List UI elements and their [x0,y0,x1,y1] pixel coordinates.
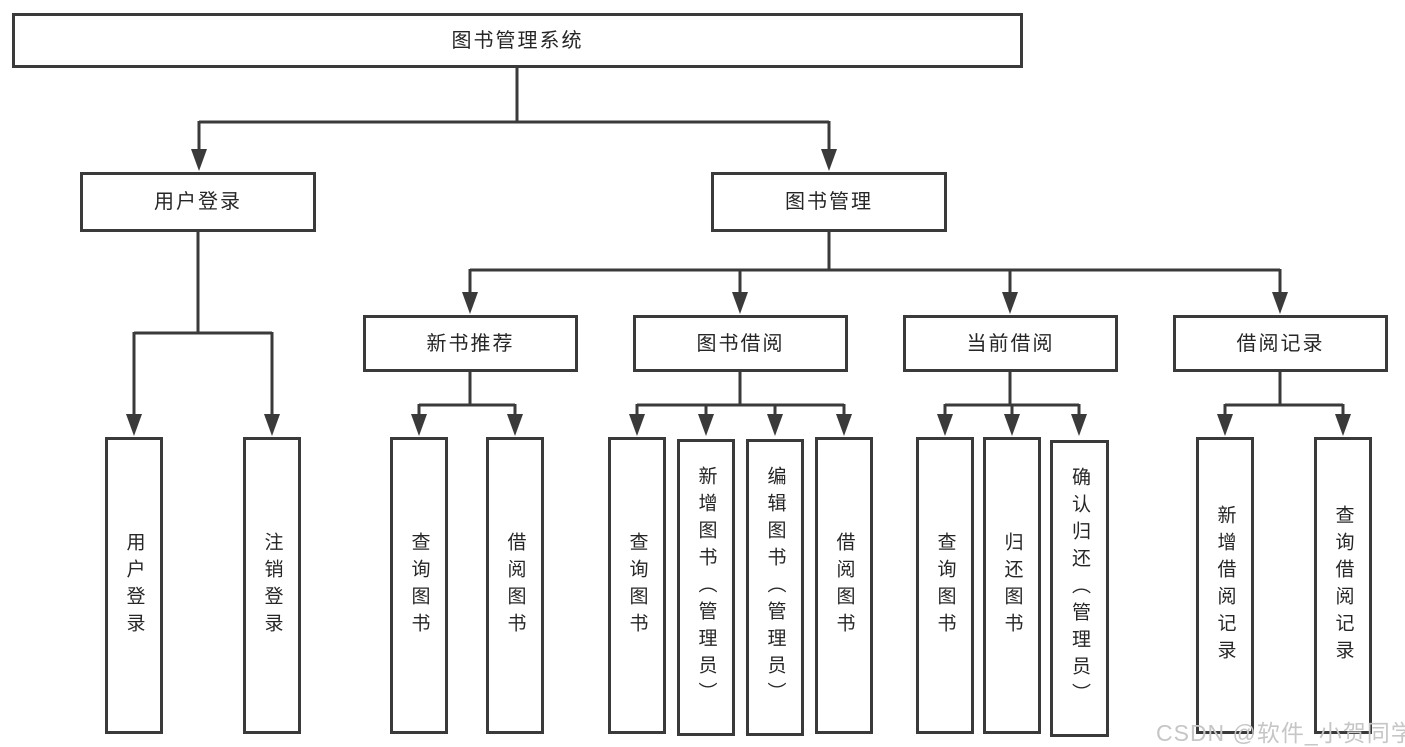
node-leaf-current-confirm-return-admin: 确认归还（管理员） [1050,440,1109,737]
node-leaf-borrowing-edit-books-admin: 编辑图书（管理员） [746,439,804,736]
node-new-book-recommend: 新书推荐 [363,315,578,372]
node-leaf-recommend-query-books: 查询图书 [390,437,448,734]
node-leaf-current-query-books: 查询图书 [916,437,974,734]
node-borrowing-records: 借阅记录 [1173,315,1388,372]
node-leaf-borrowing-borrow-books: 借阅图书 [815,437,873,734]
node-book-management-branch: 图书管理 [711,172,947,232]
node-leaf-user-login: 用户登录 [105,437,163,734]
node-book-borrowing: 图书借阅 [633,315,848,372]
arrowhead-icons [126,149,1351,436]
node-current-borrowing: 当前借阅 [903,315,1118,372]
csdn-watermark: CSDN @软件_小贺同学 [1156,720,1405,746]
node-leaf-borrowing-query-books: 查询图书 [608,437,666,734]
node-root-library-management-system: 图书管理系统 [12,13,1023,68]
node-leaf-recommend-borrow-books: 借阅图书 [486,437,544,734]
node-leaf-current-return-books: 归还图书 [983,437,1041,734]
node-leaf-records-add-record: 新增借阅记录 [1196,437,1254,734]
node-leaf-logout: 注销登录 [243,437,301,734]
node-leaf-records-query-record: 查询借阅记录 [1314,437,1372,734]
node-leaf-borrowing-add-books-admin: 新增图书（管理员） [677,439,735,736]
node-user-login-branch: 用户登录 [80,172,316,232]
